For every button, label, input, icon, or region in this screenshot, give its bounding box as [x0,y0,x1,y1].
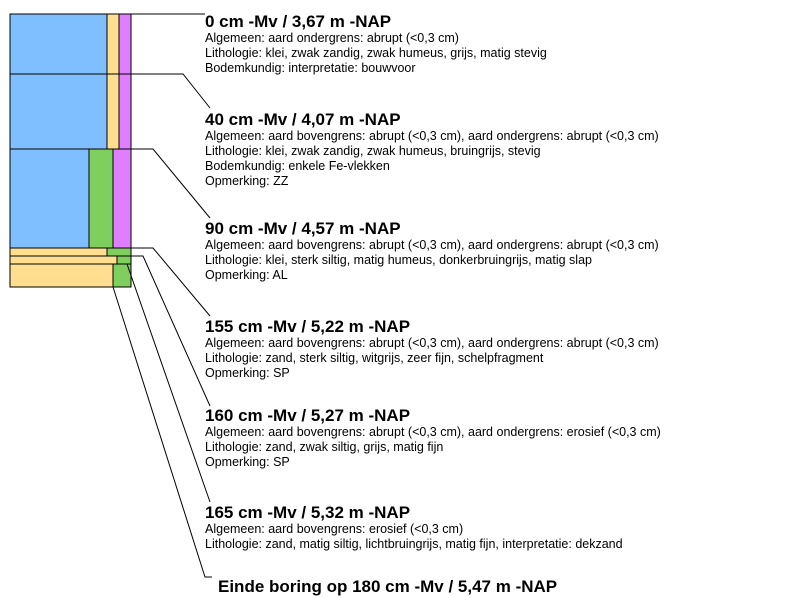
layer-detail-line: Algemeen: aard ondergrens: abrupt (<0,3 … [205,31,547,46]
layer-detail-line: Algemeen: aard bovengrens: erosief (<0,3… [205,522,623,537]
leader-line-7 [113,287,212,577]
layer-detail-line: Opmerking: SP [205,455,661,470]
layer-4-segment-1 [10,248,107,256]
layer-detail-line: Algemeen: aard bovengrens: abrupt (<0,3 … [205,238,659,253]
layer-5-segment-1 [10,256,117,264]
layer-detail-line: Lithologie: zand, sterk siltig, witgrijs… [205,351,659,366]
layer-detail-line: Opmerking: AL [205,268,659,283]
boring-column [10,14,131,287]
layer-detail-line: Algemeen: aard bovengrens: abrupt (<0,3 … [205,425,661,440]
layer-detail-line: Bodemkundig: interpretatie: bouwvoor [205,61,547,76]
layer-2-segment-1 [10,74,107,149]
layer-depth-title: 165 cm -Mv / 5,32 m -NAP [205,503,623,522]
layer-detail-line: Lithologie: klei, zwak zandig, zwak hume… [205,46,547,61]
layer-4-segment-2 [107,248,131,256]
leader-line-4 [131,248,210,316]
layer-detail-line: Bodemkundig: enkele Fe-vlekken [205,159,659,174]
layer-detail-line: Opmerking: ZZ [205,174,659,189]
layer-detail-line: Opmerking: SP [205,366,659,381]
layer-detail-line: Algemeen: aard bovengrens: abrupt (<0,3 … [205,336,659,351]
leader-line-3 [131,149,210,218]
layer-detail-line: Lithologie: zand, matig siltig, lichtbru… [205,537,623,552]
leader-line-5 [131,256,210,406]
leader-line-2 [131,74,210,108]
layer-5-segment-2 [117,256,131,264]
layer-depth-title: 0 cm -Mv / 3,67 m -NAP [205,12,547,31]
layer-3-segment-1 [10,149,89,248]
layer-3-segment-3 [113,149,131,248]
layer-1-segment-3 [119,14,131,74]
layer-depth-title: 160 cm -Mv / 5,27 m -NAP [205,406,661,425]
layer-detail-line: Lithologie: zand, zwak siltig, grijs, ma… [205,440,661,455]
layer-detail-line: Algemeen: aard bovengrens: abrupt (<0,3 … [205,129,659,144]
layer-detail-line: Lithologie: klei, sterk siltig, matig hu… [205,253,659,268]
layer-1-segment-2 [107,14,119,74]
layer-2-segment-3 [119,74,131,149]
layer-detail-line: Lithologie: klei, zwak zandig, zwak hume… [205,144,659,159]
layer-depth-title: 90 cm -Mv / 4,57 m -NAP [205,219,659,238]
end-of-boring-label: Einde boring op 180 cm -Mv / 5,47 m -NAP [218,577,557,596]
layer-depth-title: 155 cm -Mv / 5,22 m -NAP [205,317,659,336]
layer-1-segment-1 [10,14,107,74]
layer-2-segment-2 [107,74,119,149]
layer-depth-title: 40 cm -Mv / 4,07 m -NAP [205,110,659,129]
layer-3-segment-2 [89,149,113,248]
layer-6-segment-1 [10,264,113,287]
